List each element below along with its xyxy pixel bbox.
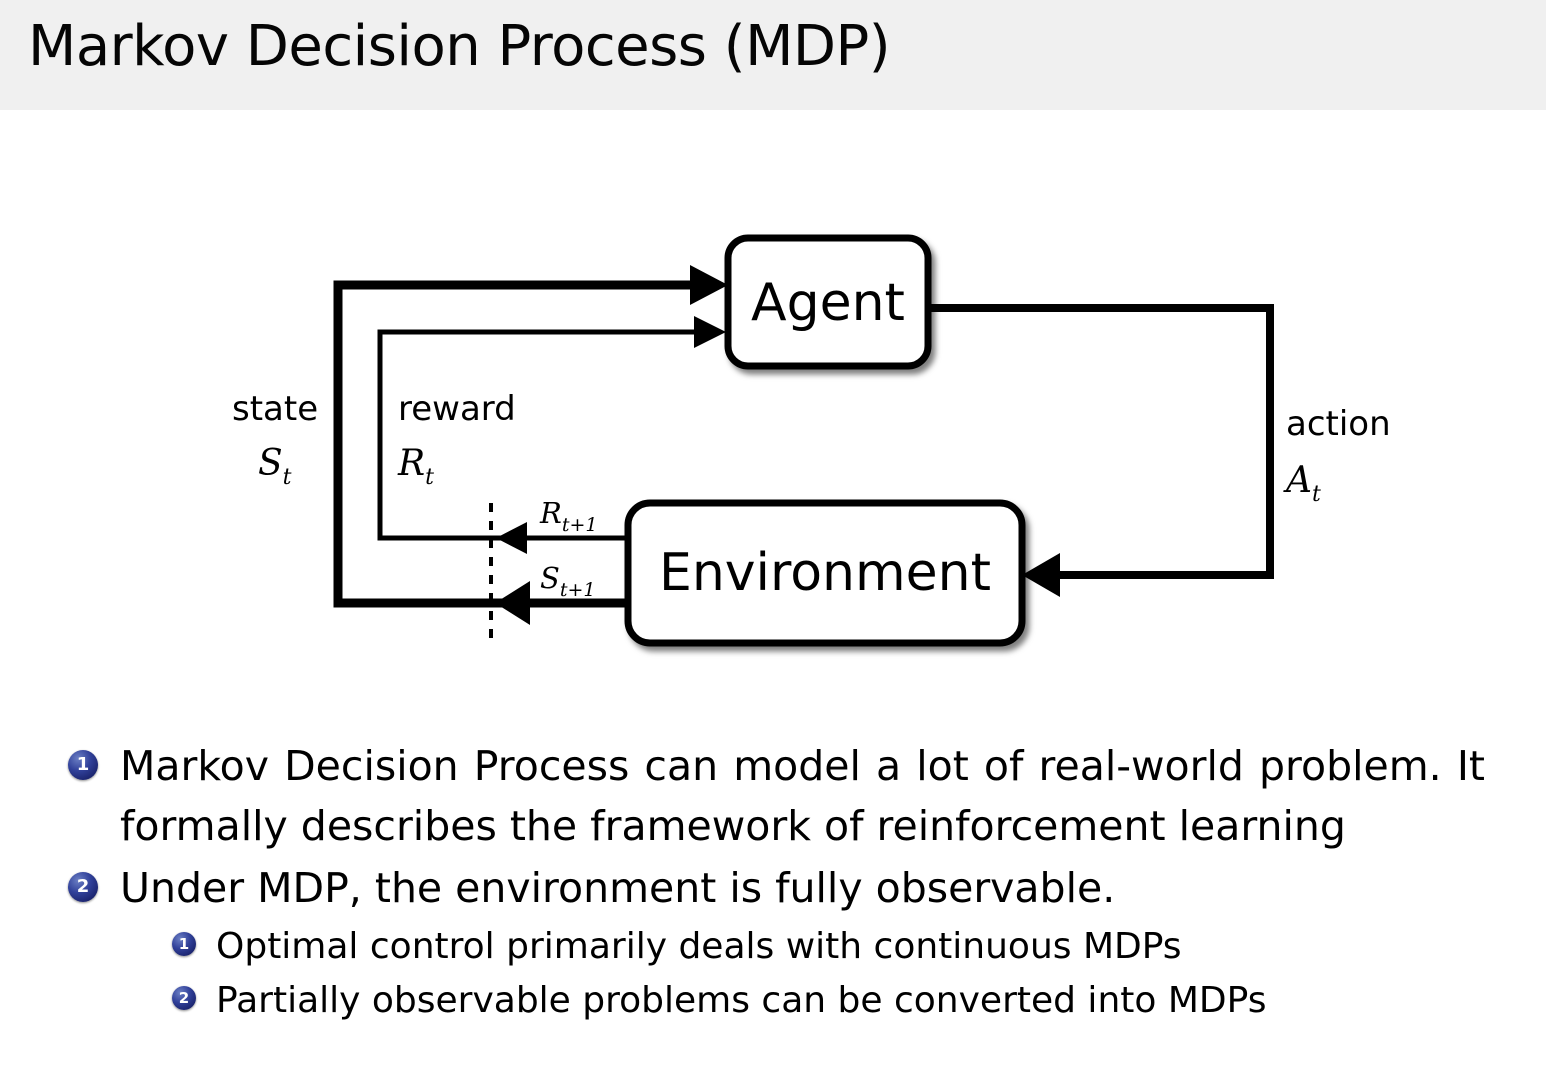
bullet-number-marker: 2 <box>172 986 196 1010</box>
list-item-text: Optimal control primarily deals with con… <box>216 926 1182 967</box>
reward-symbol-label: Rt <box>397 443 434 490</box>
next-reward-subscript-glyph: t+1 <box>562 514 598 536</box>
action-subscript-glyph: t <box>1312 482 1321 507</box>
action-word-label: action <box>1286 404 1391 444</box>
bullet-number-marker: 1 <box>172 932 196 956</box>
list-item: 1 Optimal control primarily deals with c… <box>0 920 1546 974</box>
environment-box-label: Environment <box>659 543 991 603</box>
reward-feedback-path <box>377 316 726 554</box>
next-state-label: St+1 <box>540 561 596 601</box>
state-label-group: state St <box>232 389 318 490</box>
reward-label-group: reward Rt <box>397 389 516 490</box>
page-title: Markov Decision Process (MDP) <box>28 14 891 79</box>
state-word-label: state <box>232 389 318 429</box>
action-symbol-label: At <box>1283 460 1321 507</box>
action-symbol-glyph: A <box>1283 460 1312 501</box>
state-subscript-glyph: t <box>283 465 292 490</box>
list-item: 2 Partially observable problems can be c… <box>0 974 1546 1028</box>
action-path <box>926 304 1274 597</box>
action-label-group: action At <box>1283 404 1391 507</box>
reward-symbol-glyph: R <box>397 443 425 484</box>
next-reward-label: Rt+1 <box>539 496 598 536</box>
state-feedback-path <box>333 265 728 625</box>
list-item-text: Partially observable problems can be con… <box>216 980 1267 1021</box>
agent-box[interactable]: Agent <box>724 234 932 370</box>
list-item: 1 Markov Decision Process can model a lo… <box>0 736 1546 856</box>
bullet-number-marker: 1 <box>68 750 98 780</box>
state-symbol-label: St <box>258 443 292 490</box>
list-item-text: Markov Decision Process can model a lot … <box>120 742 1485 850</box>
state-symbol-glyph: S <box>258 443 283 484</box>
reward-word-label: reward <box>398 389 516 429</box>
next-state-symbol-glyph: S <box>540 561 560 595</box>
list-item: 2 Under MDP, the environment is fully ob… <box>0 858 1546 918</box>
list-item-text: Under MDP, the environment is fully obse… <box>120 864 1116 912</box>
bullet-number-marker: 2 <box>68 872 98 902</box>
bullet-list: 1 Markov Decision Process can model a lo… <box>0 736 1546 1028</box>
slide-title-bar: Markov Decision Process (MDP) <box>0 0 1546 110</box>
reward-subscript-glyph: t <box>425 465 434 490</box>
agent-box-label: Agent <box>751 273 905 333</box>
environment-box[interactable]: Environment <box>624 499 1026 647</box>
next-reward-symbol-glyph: R <box>539 496 562 530</box>
mdp-diagram: Agent Environment state St reward Rt act… <box>0 120 1546 700</box>
next-state-subscript-glyph: t+1 <box>560 579 596 601</box>
